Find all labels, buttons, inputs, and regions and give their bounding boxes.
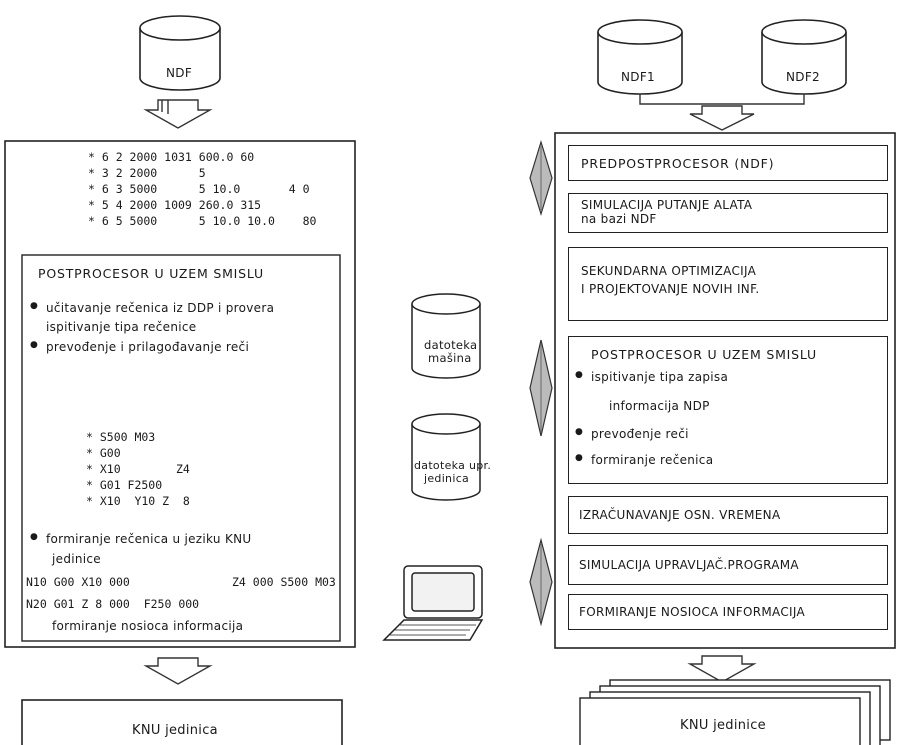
bullet-icon: ●	[575, 427, 584, 437]
machine-db-label-line2: mašina	[428, 351, 472, 365]
postprocessor-box-right: POSTPROCESOR U UZEM SMISLU ● ispitivanje…	[568, 336, 888, 484]
step-form-sentences: formiranje rečenica u jeziku KNU	[46, 532, 252, 546]
ndf-label: NDF	[166, 66, 193, 80]
word-item: * S500 M03	[86, 430, 156, 444]
ndf-record: * 3 2 2000 5	[88, 166, 206, 180]
ndf2-database-cylinder	[761, 19, 847, 95]
control-unit-database-cylinder	[411, 413, 481, 501]
step-form-carrier: formiranje nosioca informacija	[52, 619, 244, 633]
check-record-type-cont: informacija NDP	[609, 399, 710, 413]
step-load-sentences: učitavanje rečenica iz DDP i provera	[46, 301, 275, 315]
toolpath-simulation-line1: SIMULACIJA PUTANJE ALATA	[581, 198, 753, 212]
bullet-icon: ●	[30, 340, 39, 350]
secondary-optimization-line1: SEKUNDARNA OPTIMIZACIJA	[581, 264, 757, 278]
step-check-type: ispitivanje tipa rečenice	[46, 320, 197, 334]
word-item: * G00	[86, 446, 121, 460]
nc-block: N20 G01 Z 8 000 F250 000	[26, 597, 200, 611]
program-simulation-label: SIMULACIJA UPRAVLJAČ.PROGRAMA	[579, 558, 799, 572]
secondary-optimization-line2: I PROJEKTOVANJE NOVIH INF.	[581, 282, 760, 296]
word-item: * X10 Z4	[86, 462, 190, 476]
knu-unit-box	[21, 699, 343, 745]
nc-block: N10 G00 X10 000	[26, 575, 130, 589]
ndf-database-cylinder	[139, 15, 221, 91]
ndf2-label: NDF2	[786, 70, 820, 84]
form-sentences: formiranje rečenica	[591, 453, 714, 467]
predpostprocessor-label: PREDPOSTPROCESOR (NDF)	[581, 156, 775, 171]
carrier-formation-label: FORMIRANJE NOSIOCA INFORMACIJA	[579, 605, 805, 619]
ndf-record: * 6 5 5000 5 10.0 10.0 80	[88, 214, 317, 228]
ndf-record: * 6 2 2000 1031 600.0 60	[88, 150, 255, 164]
merge-connector	[639, 94, 805, 105]
postprocessor-right-title: POSTPROCESOR U UZEM SMISLU	[591, 347, 817, 362]
check-record-type: ispitivanje tipa zapisa	[591, 370, 729, 384]
unit-db-label-line1: datoteka upr.	[414, 459, 492, 472]
arrow-down-icon	[143, 99, 213, 129]
postprocessor-panel-right	[554, 132, 896, 649]
machine-database-cylinder	[411, 293, 481, 379]
secondary-optimization-box: SEKUNDARNA OPTIMIZACIJA I PROJEKTOVANJE …	[568, 247, 888, 321]
nc-block-cont: Z4 000 S500 M03	[232, 575, 336, 589]
bullet-icon: ●	[30, 532, 39, 542]
step-form-sentences-cont: jedinice	[52, 552, 101, 566]
bullet-icon: ●	[575, 453, 584, 463]
postprocessor-panel-left	[4, 140, 356, 648]
machine-db-label-line1: datoteka	[424, 338, 478, 352]
arrow-down-icon	[689, 105, 755, 131]
double-arrow-icon	[529, 537, 553, 627]
toolpath-simulation-line2: na bazi NDF	[581, 212, 657, 226]
base-time-label: IZRAČUNAVANJE OSN. VREMENA	[579, 508, 781, 522]
computer-terminal-icon	[382, 565, 484, 641]
arrow-down-icon	[143, 657, 213, 685]
arrow-down-icon	[687, 655, 757, 683]
knu-units-stack	[579, 679, 891, 745]
toolpath-simulation-box: SIMULACIJA PUTANJE ALATA na bazi NDF	[568, 193, 888, 233]
postprocessor-title: POSTPROCESOR U UZEM SMISLU	[38, 266, 264, 281]
knu-unit-label: KNU jedinica	[132, 723, 218, 738]
word-item: * X10 Y10 Z 8	[86, 494, 190, 508]
predpostprocessor-box: PREDPOSTPROCESOR (NDF)	[568, 145, 888, 181]
unit-db-label-line2: jedinica	[424, 472, 470, 485]
translate-words: prevođenje reči	[591, 427, 689, 441]
bullet-icon: ●	[30, 301, 39, 311]
knu-units-label: KNU jedinice	[680, 718, 766, 733]
double-arrow-icon	[529, 339, 553, 437]
ndf-record: * 6 3 5000 5 10.0 4 0	[88, 182, 310, 196]
word-item: * G01 F2500	[86, 478, 163, 492]
base-time-box: IZRAČUNAVANJE OSN. VREMENA	[568, 496, 888, 534]
ndf-record: * 5 4 2000 1009 260.0 315	[88, 198, 262, 212]
double-arrow-icon	[529, 139, 553, 217]
carrier-formation-box: FORMIRANJE NOSIOCA INFORMACIJA	[568, 594, 888, 630]
postprocessor-inner-box	[21, 254, 341, 642]
step-translate-words: prevođenje i prilagođavanje reči	[46, 340, 250, 354]
program-simulation-box: SIMULACIJA UPRAVLJAČ.PROGRAMA	[568, 545, 888, 585]
bullet-icon: ●	[575, 370, 584, 380]
ndf1-label: NDF1	[621, 70, 655, 84]
ndf1-database-cylinder	[597, 19, 683, 95]
